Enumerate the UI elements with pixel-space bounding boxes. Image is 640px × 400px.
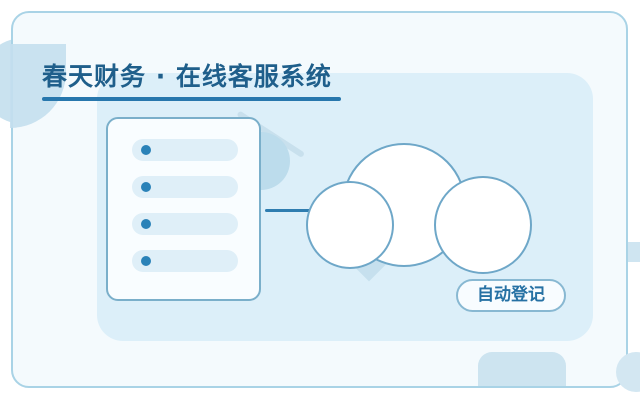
cloud-lobe-left (306, 181, 394, 269)
cloud-lobe-right (434, 176, 532, 274)
list-item (132, 213, 238, 235)
bullet-dot (141, 219, 151, 229)
bullet-dot (141, 256, 151, 266)
list-icon (106, 117, 261, 301)
auto-register-button[interactable]: 自动登记 (456, 279, 566, 312)
title-underline (42, 97, 341, 101)
connector-line (265, 209, 331, 212)
page-title: 春天财务 · 在线客服系统 (42, 62, 332, 91)
list-item (132, 250, 238, 272)
list-item (132, 176, 238, 198)
bullet-dot (141, 182, 151, 192)
bullet-dot (141, 145, 151, 155)
decor-block-bottom (478, 352, 566, 386)
list-item (132, 139, 238, 161)
